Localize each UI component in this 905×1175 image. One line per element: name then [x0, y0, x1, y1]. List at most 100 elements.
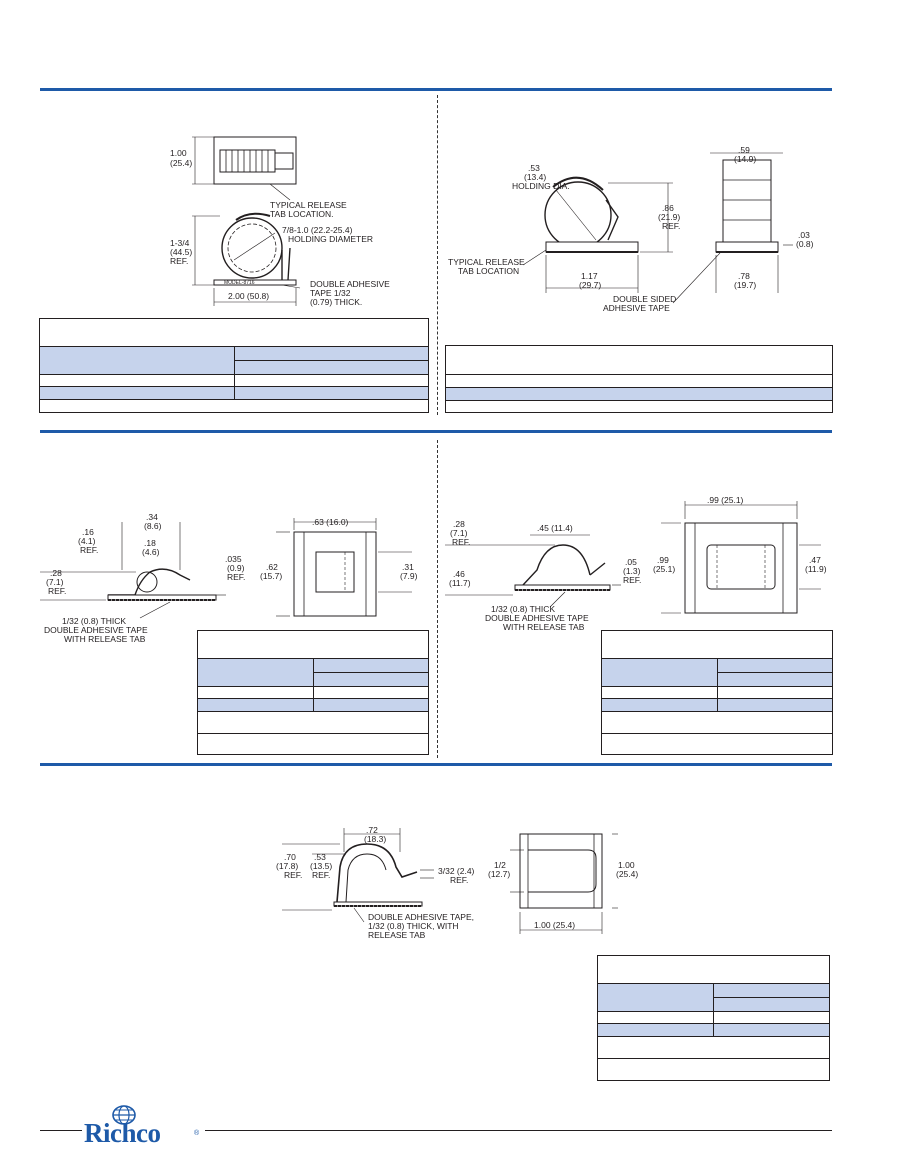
tape-thick-2: (0.8)	[796, 239, 814, 249]
dim-c-1: .18	[144, 538, 156, 548]
top-height-2: (25.4)	[616, 869, 638, 879]
length-2: (29.7)	[579, 280, 601, 290]
dim-b-3: REF.	[80, 545, 98, 555]
top-slot-2: (7.9)	[400, 571, 418, 581]
table-rule	[446, 387, 832, 388]
top-width: .63 (16.0)	[312, 517, 349, 527]
table-rule	[446, 400, 832, 401]
tape-sided-1: DOUBLE SIDED	[613, 294, 676, 304]
top-height-1: 1.00	[618, 860, 635, 870]
tape-2: DOUBLE ADHESIVE TAPE	[44, 625, 148, 635]
brand-name: Richco	[84, 1118, 161, 1148]
table-col-rule	[717, 658, 718, 711]
spec-table-1	[39, 318, 429, 413]
height-3: REF.	[170, 256, 188, 266]
tape-2: DOUBLE ADHESIVE TAPE	[485, 613, 589, 623]
footer-rule-left	[40, 1130, 82, 1131]
column-divider-top	[437, 95, 438, 415]
release-tab-note-1: TYPICAL RELEASE	[270, 200, 347, 210]
dim-d-3: REF.	[623, 575, 641, 585]
table-rule	[602, 733, 832, 734]
dim-width-in: 1.00	[170, 148, 187, 158]
registered-mark: ®	[194, 1130, 200, 1137]
table-rule	[446, 374, 832, 375]
width-2: (14.9)	[734, 154, 756, 164]
dim-c-1: .53	[314, 852, 326, 862]
holding-note-2: HOLDING DIAMETER	[288, 234, 373, 244]
top-width: 1.00 (25.4)	[534, 920, 575, 930]
section-rule-top	[40, 88, 832, 91]
top-height-1: .99	[657, 555, 669, 565]
dim-a-2: (7.1)	[450, 528, 468, 538]
height-ref-2: (21.9)	[658, 212, 680, 222]
dim-d-1: .05	[625, 557, 637, 567]
dim-d-1: 3/32 (2.4)	[438, 866, 475, 876]
footer-rule-right	[205, 1130, 832, 1131]
dim-d-3: REF.	[227, 572, 245, 582]
tape-2: 1/32 (0.8) THICK, WITH	[368, 921, 459, 931]
dim-c-2: (11.7)	[449, 578, 471, 588]
dim-width-mm: (25.4)	[170, 158, 192, 168]
spec-table-2	[445, 345, 833, 413]
dim-a-1: .28	[453, 519, 465, 529]
dim-b-2: (17.8)	[276, 861, 298, 871]
table-rule	[198, 733, 428, 734]
tape-3: WITH RELEASE TAB	[64, 634, 146, 644]
hold-dia-2: (13.4)	[524, 172, 546, 182]
tape-note-1: DOUBLE ADHESIVE	[310, 279, 390, 289]
dim-d-2: REF.	[450, 875, 468, 885]
holding-note-1: 7/8-1.0 (22.2-25.4)	[282, 225, 353, 235]
length-dim: 2.00 (50.8)	[228, 291, 269, 301]
top-height-2: (15.7)	[260, 571, 282, 581]
hold-dia-3: HOLDING DIA.	[512, 181, 570, 191]
tape-sided-2: ADHESIVE TAPE	[603, 303, 670, 313]
dim-c-2: (13.5)	[310, 861, 332, 871]
dim-e-3: REF.	[48, 586, 66, 596]
clip-drawing-1: 1.00 (25.4) TYPICAL RELEASE TAB LOCATION…	[170, 136, 390, 307]
clip-drawing-5: .72 (18.3) .70 (17.8) REF. .53 (13.5) RE…	[276, 825, 638, 940]
dim-b-1: .16	[82, 527, 94, 537]
dim-a-2: (18.3)	[364, 834, 386, 844]
model-label: MODEL-8716	[224, 280, 255, 286]
clip-drawing-2: .53 (13.4) HOLDING DIA. .86 (21.9) REF. …	[448, 145, 814, 313]
dim-d-2: (0.9)	[227, 563, 245, 573]
release-tab-2: TAB LOCATION	[458, 266, 519, 276]
top-slot-2: (12.7)	[488, 869, 510, 879]
tape-1: 1/32 (0.8) THICK	[491, 604, 555, 614]
width-1: .59	[738, 145, 750, 155]
brand-logo: Richco ®	[84, 1104, 206, 1152]
dim-a-1: .34	[146, 512, 158, 522]
table-rule	[717, 672, 832, 673]
base-1: .78	[738, 271, 750, 281]
top-slot-1: .31	[402, 562, 414, 572]
section-rule-middle	[40, 430, 832, 433]
dim-a-2: (8.6)	[144, 521, 162, 531]
height-ref-3: REF.	[662, 221, 680, 231]
dim-b: .45 (11.4)	[537, 523, 573, 533]
dim-a-3: REF.	[452, 537, 470, 547]
dim-c-1: .46	[453, 569, 465, 579]
height-1: 1-3/4	[170, 238, 190, 248]
height-2: (44.5)	[170, 247, 192, 257]
tape-3: RELEASE TAB	[368, 930, 426, 940]
spec-table-3	[197, 630, 429, 755]
table-col-rule	[713, 983, 714, 1036]
top-slot-1: .47	[809, 555, 821, 565]
dim-e-1: .28	[50, 568, 62, 578]
table-rule	[598, 1036, 829, 1037]
table-rule	[40, 399, 428, 400]
top-slot-2: (11.9)	[805, 564, 827, 574]
tape-thick-1: .03	[798, 230, 810, 240]
tape-3: WITH RELEASE TAB	[503, 622, 585, 632]
tape-1: 1/32 (0.8) THICK	[62, 616, 126, 626]
clip-drawing-4: .28 (7.1) REF. .45 (11.4) .46 (11.7) .05…	[445, 495, 827, 632]
top-height-1: .62	[266, 562, 278, 572]
section-rule-bottom	[40, 763, 832, 766]
table-rule	[713, 997, 829, 998]
table-col-rule	[234, 346, 235, 399]
dim-e-2: (7.1)	[46, 577, 64, 587]
top-height-2: (25.1)	[653, 564, 675, 574]
dim-c-3: REF.	[312, 870, 330, 880]
length-1: 1.17	[581, 271, 598, 281]
height-ref-1: .86	[662, 203, 674, 213]
